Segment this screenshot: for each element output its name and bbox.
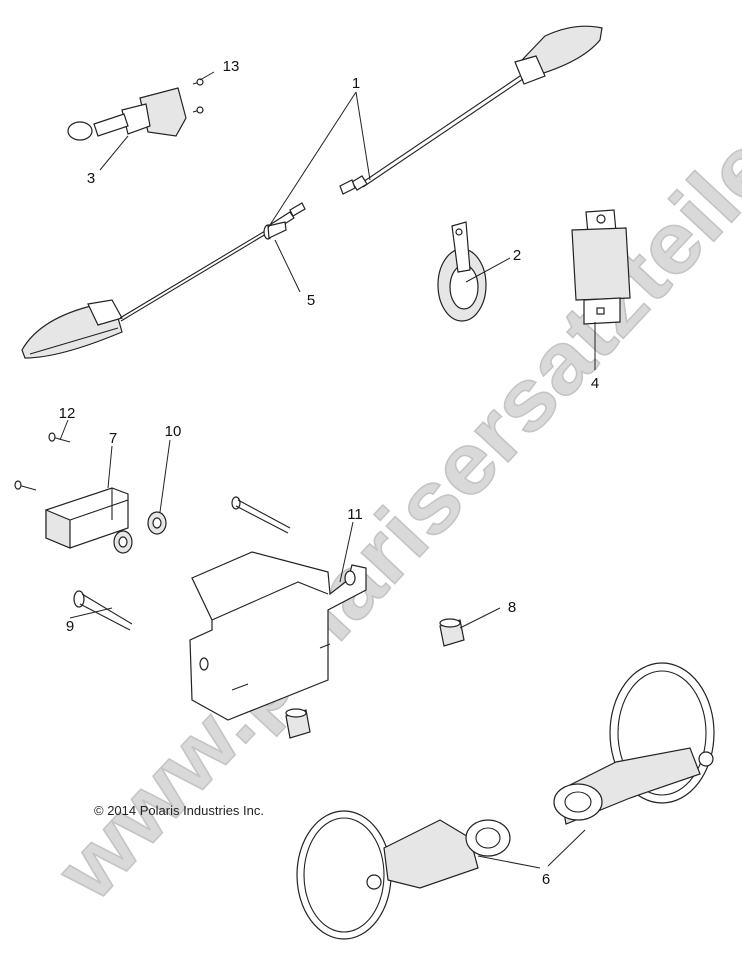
- copyright: © 2014 Polaris Industries Inc.: [94, 803, 264, 818]
- horn-2: [437, 221, 487, 322]
- callout-4: 4: [591, 375, 599, 392]
- mirror-6-left: [296, 810, 511, 940]
- bolt-upper: [231, 496, 291, 534]
- switch-3: [67, 87, 187, 141]
- bracket-7: [45, 487, 129, 549]
- screw-13: [192, 78, 204, 114]
- bracket-11: [189, 551, 367, 721]
- callout-13: 13: [223, 58, 240, 75]
- turn-signal-left: [21, 202, 306, 359]
- callout-8: 8: [508, 599, 516, 616]
- callout-7: 7: [109, 430, 117, 447]
- callout-2: 2: [513, 247, 521, 264]
- relay-4: [571, 209, 631, 325]
- callout-3: 3: [87, 170, 95, 187]
- leader-lines: [59, 71, 596, 869]
- callout-5: 5: [307, 292, 315, 309]
- callout-1: 1: [352, 75, 360, 92]
- callout-12: 12: [59, 405, 76, 422]
- callout-11: 11: [347, 506, 363, 523]
- spacer-8: [439, 618, 465, 647]
- mirror-6-right: [553, 662, 715, 825]
- pin-5: [263, 221, 287, 240]
- callout-6: 6: [542, 871, 550, 888]
- nut-10: [113, 511, 167, 554]
- spacer-lower: [285, 708, 311, 739]
- screw-12: [14, 432, 71, 491]
- turn-signal-right: [339, 25, 603, 195]
- callout-9: 9: [66, 618, 74, 635]
- callout-10: 10: [165, 423, 182, 440]
